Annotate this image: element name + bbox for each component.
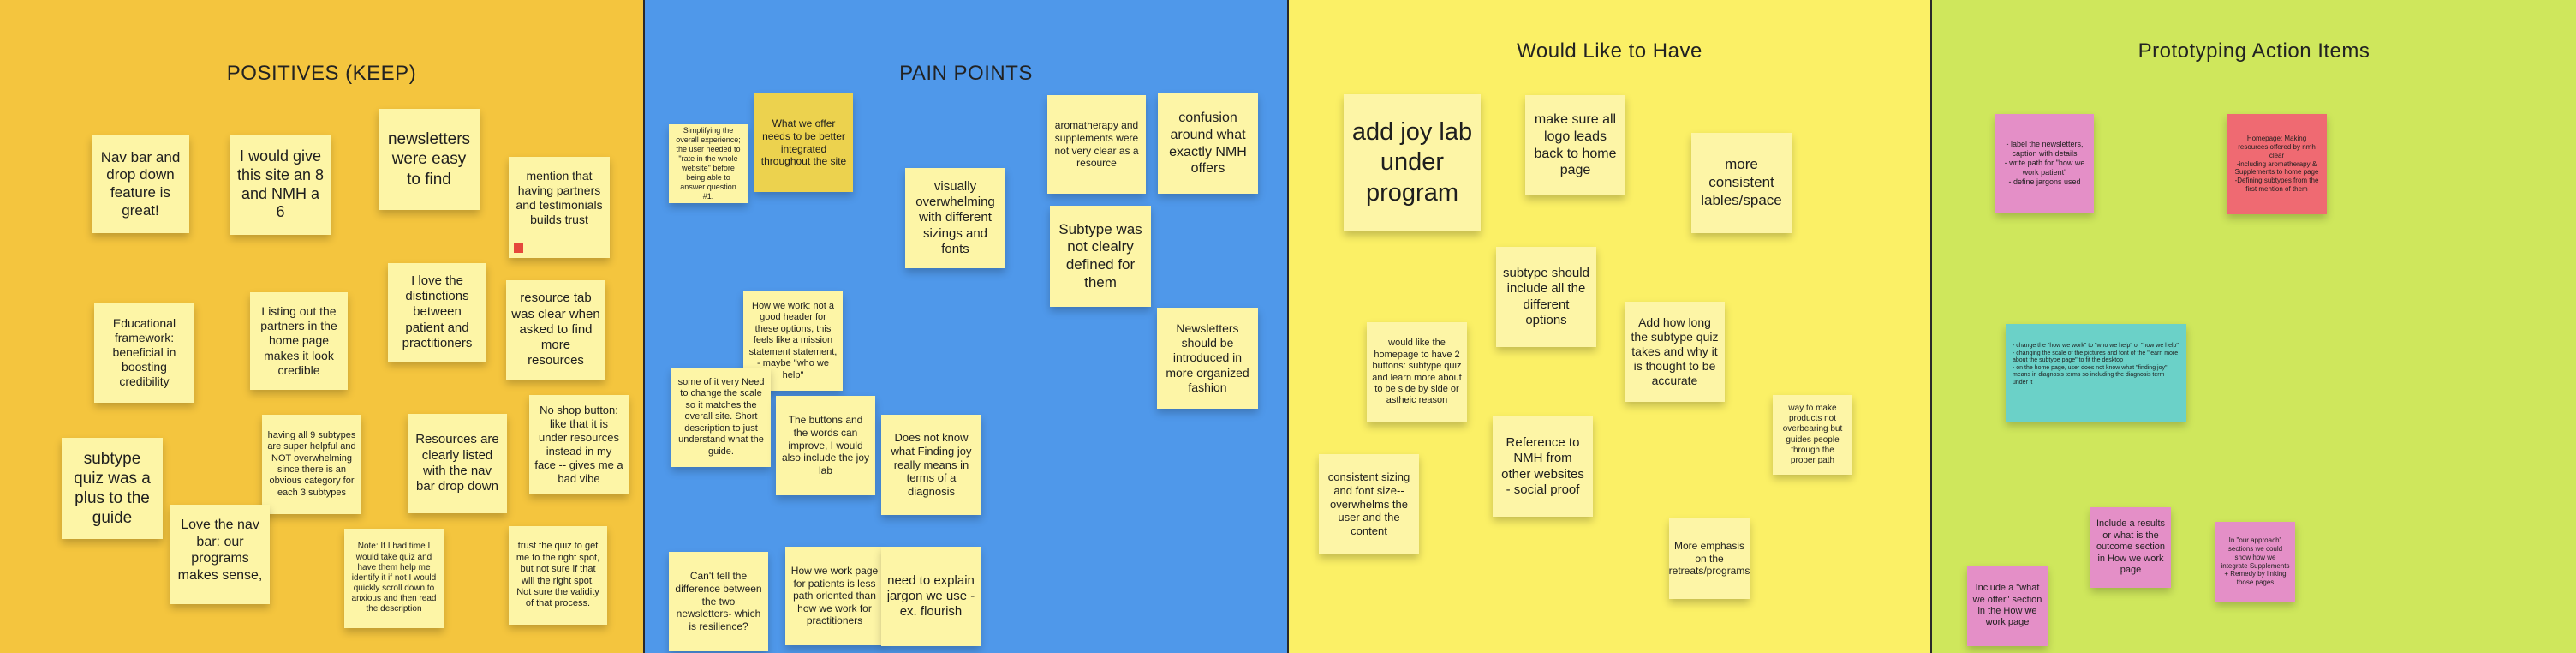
sticky-note[interactable]: aromatherapy and supplements were not ve… [1047, 95, 1146, 194]
sticky-note[interactable]: Add how long the subtype quiz takes and … [1625, 302, 1725, 402]
sticky-note[interactable]: Homepage: Making resources offered by nm… [2227, 114, 2327, 214]
sticky-note[interactable]: Listing out the partners in the home pag… [250, 292, 348, 390]
sticky-note[interactable]: having all 9 subtypes are super helpful … [262, 415, 361, 514]
sticky-note[interactable]: trust the quiz to get me to the right sp… [509, 526, 607, 625]
sticky-note[interactable]: How we work: not a good header for these… [743, 291, 843, 391]
sticky-note[interactable]: consistent sizing and font size-- overwh… [1319, 454, 1419, 554]
sticky-note[interactable]: Newsletters should be introduced in more… [1157, 308, 1258, 409]
sticky-note[interactable]: need to explain jargon we use - ex. flou… [881, 547, 981, 646]
sticky-note[interactable]: I love the distinctions between patient … [388, 263, 486, 362]
sticky-note[interactable]: - change the "how we work" to "who we he… [2006, 324, 2186, 422]
sticky-note[interactable]: Can't tell the difference between the tw… [669, 552, 768, 651]
sticky-note[interactable]: Subtype was not clealry defined for them [1050, 206, 1151, 307]
sticky-note[interactable]: some of it very Need to change the scale… [671, 368, 771, 467]
sticky-note[interactable]: How we work page for patients is less pa… [785, 547, 884, 645]
frame-title: POSITIVES (KEEP) [226, 62, 417, 85]
sticky-note[interactable]: add joy lab under program [1344, 94, 1481, 231]
sticky-note[interactable]: Note: If I had time I would take quiz an… [344, 529, 444, 628]
sticky-note[interactable]: Love the nav bar: our programs makes sen… [170, 505, 270, 604]
red-marker-icon [514, 243, 523, 253]
sticky-note[interactable]: way to make products not overbearing but… [1773, 395, 1852, 475]
sticky-note[interactable]: newsletters were easy to find [379, 109, 480, 210]
frame-title: Would Like to Have [1517, 39, 1702, 63]
sticky-note[interactable]: Simplifying the overall experience; the … [669, 124, 748, 203]
sticky-note[interactable]: subtype should include all the different… [1496, 247, 1596, 347]
sticky-note[interactable]: Nav bar and drop down feature is great! [92, 135, 189, 233]
sticky-note[interactable]: Include a results or what is the outcome… [2090, 507, 2171, 588]
sticky-note[interactable]: No shop button: like that it is under re… [529, 395, 629, 494]
sticky-note[interactable]: confusion around what exactly NMH offers [1158, 93, 1258, 194]
sticky-note[interactable]: More emphasis on the retreats/programs [1669, 518, 1750, 599]
frame-title: Prototyping Action Items [2138, 39, 2370, 63]
sticky-note[interactable]: I would give this site an 8 and NMH a 6 [230, 135, 331, 235]
sticky-note[interactable]: Does not know what Finding joy really me… [881, 415, 981, 515]
sticky-note[interactable]: In "our approach" sections we could show… [2215, 522, 2295, 602]
sticky-note[interactable]: visually overwhelming with different siz… [905, 168, 1005, 268]
sticky-note[interactable]: Reference to NMH from other websites - s… [1493, 416, 1593, 517]
sticky-note[interactable]: make sure all logo leads back to home pa… [1525, 95, 1625, 195]
sticky-note[interactable]: more consistent lables/space [1691, 133, 1792, 233]
sticky-note[interactable]: The buttons and the words can improve, I… [776, 396, 875, 495]
frame-title: PAIN POINTS [899, 62, 1033, 85]
sticky-note[interactable]: Include a "what we offer" section in the… [1967, 566, 2048, 646]
sticky-note[interactable]: - label the newsletters, caption with de… [1995, 114, 2094, 213]
sticky-note[interactable]: Resources are clearly listed with the na… [408, 414, 507, 513]
sticky-note[interactable]: mention that having partners and testimo… [509, 157, 610, 258]
sticky-note[interactable]: subtype quiz was a plus to the guide [62, 438, 163, 539]
sticky-note[interactable]: What we offer needs to be better integra… [754, 93, 853, 192]
sticky-note[interactable]: would like the homepage to have 2 button… [1367, 322, 1467, 422]
sticky-note[interactable]: resource tab was clear when asked to fin… [506, 280, 605, 380]
sticky-note[interactable]: Educational framework: beneficial in boo… [94, 303, 194, 403]
